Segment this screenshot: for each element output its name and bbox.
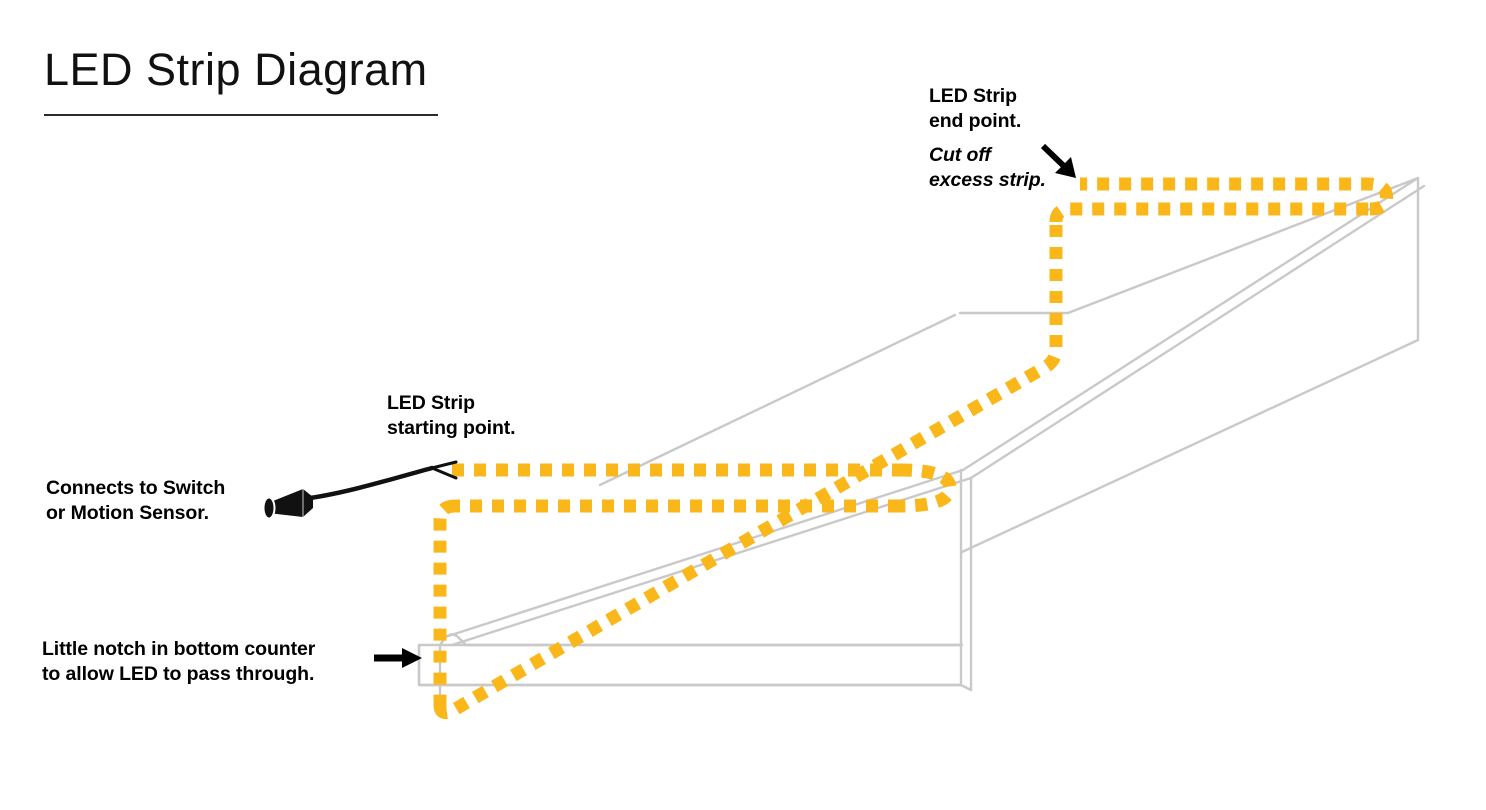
led-strip-seg-top-far-back (1049, 202, 1370, 223)
title-underline-rule (44, 114, 438, 116)
led-strip-uturn-near (899, 463, 957, 513)
label-cut-off-excess-strip: Cut off excess strip. (929, 144, 1046, 191)
box-top-long-edge-outer (961, 176, 1420, 472)
led-strip-path (433, 177, 1394, 719)
label-led-strip-end-point: LED Strip end point. (929, 85, 1022, 132)
arrow-right-icon (374, 648, 422, 668)
page-title: LED Strip Diagram (44, 44, 428, 95)
led-strip-seg-diagonal-up (433, 364, 1044, 719)
bottom-counter-band (417, 643, 961, 687)
box-front-panel-bottom-cap (959, 683, 973, 692)
led-strip-seg-far-vertical (1043, 222, 1063, 372)
box-top-long-edge-inner (969, 184, 1426, 480)
label-connects-to-switch: Connects to Switch or Motion Sensor. (46, 477, 226, 524)
box-back-top-left-edge (598, 313, 957, 487)
label-led-strip-starting-point: LED Strip starting point. (387, 392, 516, 439)
box-right-bottom-slant (960, 338, 1420, 554)
barrel-plug-icon (262, 489, 313, 520)
box-back-top-edge (1066, 176, 1420, 315)
box-near-top-edge-outer (443, 468, 965, 639)
led-strip-seg-top-far-out-end (1080, 177, 1394, 216)
arrow-diagonal-down-right-icon (1040, 143, 1076, 178)
led-strip-seg-left-descend (433, 499, 456, 705)
label-little-notch: Little notch in bottom counter to allow … (42, 638, 316, 685)
power-wire (307, 460, 458, 501)
